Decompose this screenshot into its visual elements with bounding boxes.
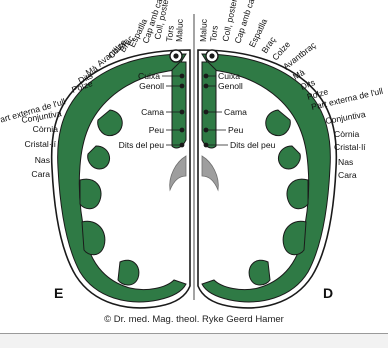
left-rim-label-cornia: Còrnia [33, 124, 59, 134]
left-target-icon [170, 50, 182, 62]
left-inner-label-peu: Peu [149, 125, 165, 135]
right-inner-label-cuixa: Cuixa [218, 71, 240, 81]
right-rim-label-cristalli: Cristal·lí [334, 142, 366, 152]
left-inner-label-cuixa: Cuixa [138, 71, 160, 81]
left-rim-label-maluc: Maluc [174, 18, 185, 42]
right-inner-label-peu: Peu [228, 125, 244, 135]
right-inner-label-dits-del-peu: Dits del peu [230, 140, 276, 150]
right-rim-label-nas: Nas [338, 157, 353, 167]
copyright-text: © Dr. med. Mag. theol. Ryke Geerd Hamer [104, 314, 284, 325]
left-rim-label-cristalli: Cristal·lí [24, 139, 56, 149]
right-rim-label-cornia: Còrnia [334, 129, 360, 139]
right-inner-label-genoll: Genoll [218, 81, 243, 91]
left-rim-label-tors: Tors [164, 25, 176, 42]
right-rim-label-cara: Cara [338, 170, 357, 180]
right-rim-label-maluc: Maluc [198, 18, 209, 42]
left-rim-label-cara: Cara [31, 169, 50, 179]
right-inner-label-cama: Cama [224, 107, 247, 117]
left-inner-label-dits-del-peu: Dits del peu [119, 140, 165, 150]
left-rim-label-nas: Nas [35, 155, 50, 165]
left-inner-label-cama: Cama [141, 107, 164, 117]
right-side-letter: D [323, 285, 333, 301]
bottom-bar [0, 333, 388, 348]
right-target-icon [206, 50, 218, 62]
right-rim-label-tors: Tors [208, 25, 220, 42]
left-side-letter: E [54, 285, 63, 301]
left-inner-label-genoll: Genoll [139, 81, 164, 91]
right-rim-label-conjuntiva: Conjuntiva [325, 109, 367, 126]
